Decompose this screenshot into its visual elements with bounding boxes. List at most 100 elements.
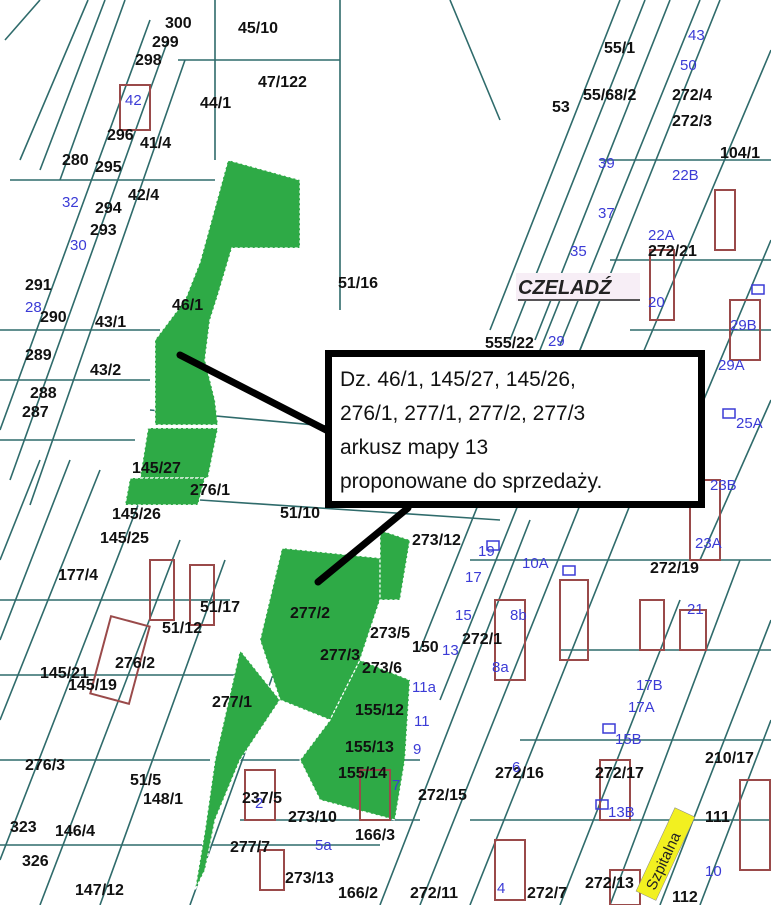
parcel-label: 277/1 [212, 694, 252, 711]
address-number: 8b [510, 607, 527, 624]
parcel-label: 43/2 [90, 362, 121, 379]
address-number: 2 [255, 795, 263, 812]
mailbox-icon [602, 723, 616, 734]
parcel-label: 51/16 [338, 275, 378, 292]
address-number: 29B [730, 317, 757, 334]
parcel-label: 277/3 [320, 647, 360, 664]
parcel-label: 273/5 [370, 625, 410, 642]
address-number: 15 [455, 607, 472, 624]
parcel-label: 276/3 [25, 757, 65, 774]
parcel-label: 112 [672, 889, 698, 905]
address-number: 23A [695, 535, 722, 552]
parcel-label: 210/17 [705, 750, 754, 767]
mailbox-markers [486, 284, 765, 810]
parcel-277-3 [299, 659, 411, 821]
parcel-label: 326 [22, 853, 49, 870]
address-number: 9 [413, 741, 421, 758]
callout-pointers [176, 351, 412, 586]
parcel-label: 145/21 [40, 665, 89, 682]
parcel-label: 288 [30, 385, 57, 402]
parcel-label: 145/27 [132, 460, 181, 477]
mailbox-icon [751, 284, 765, 295]
parcel-label: 51/10 [280, 505, 320, 522]
parcel-label: 177/4 [58, 567, 98, 584]
mailbox-icon [595, 799, 609, 810]
address-number: 11a [412, 679, 437, 696]
town-name-label: CZELADŹ [516, 273, 640, 301]
address-number: 30 [70, 237, 87, 254]
parcel-label: 277/2 [290, 605, 330, 622]
address-number: 21 [687, 601, 704, 618]
parcel-label: 293 [90, 222, 117, 239]
address-number: 29A [718, 357, 745, 374]
address-number: 6 [512, 759, 520, 776]
parcel-label: 294 [95, 200, 122, 217]
parcel-label: 145/25 [100, 530, 149, 547]
parcel-label: 44/1 [200, 95, 231, 112]
parcel-label: 43/1 [95, 314, 126, 331]
parcel-label: 272/13 [585, 875, 634, 892]
buildings [89, 84, 771, 905]
parcel-label: 155/14 [338, 765, 387, 782]
address-number: 17B [636, 677, 663, 694]
parcel-277-1 [194, 648, 281, 891]
address-number: 15B [615, 731, 642, 748]
callout-box: Dz. 46/1, 145/27, 145/26, 276/1, 277/1, … [325, 350, 705, 508]
address-number: 32 [62, 194, 79, 211]
parcel-label: 323 [10, 819, 37, 836]
parcel-label: 45/10 [238, 20, 278, 37]
parcel-label: 289 [25, 347, 52, 364]
address-number: 37 [598, 205, 615, 222]
parcel-label: 273/6 [362, 660, 402, 677]
parcel-label: 272/7 [527, 885, 567, 902]
mailbox-icon [722, 408, 736, 419]
parcel-label: 166/3 [355, 827, 395, 844]
parcel-label: 104/1 [720, 145, 760, 162]
address-number: 50 [680, 57, 697, 74]
parcel-276-1-strip [379, 529, 411, 601]
address-number: 17 [465, 569, 482, 586]
address-number: 43 [688, 27, 705, 44]
address-number: 22B [672, 167, 699, 184]
parcel-label: 273/12 [412, 532, 461, 549]
address-number: 25A [736, 415, 763, 432]
address-number: 23B [710, 477, 737, 494]
parcel-label: 46/1 [172, 297, 203, 314]
address-number: 7 [392, 777, 400, 794]
parcel-label: 272/16 [495, 765, 544, 782]
parcel-label: 51/5 [130, 772, 161, 789]
parcel-label: 300 [165, 15, 192, 32]
address-number: 11 [414, 713, 430, 730]
callout-line: arkusz mapy 13 [340, 436, 489, 459]
parcel-label: 295 [95, 159, 122, 176]
parcel-label: 145/19 [68, 677, 117, 694]
address-number: 5a [315, 837, 332, 854]
parcel-label: 555/22 [485, 335, 534, 352]
parcel-46-1 [154, 159, 301, 426]
parcel-label: 51/12 [162, 620, 202, 637]
parcel-label: 273/13 [285, 870, 334, 887]
address-number: 35 [570, 243, 587, 260]
address-number: 22A [648, 227, 675, 244]
parcel-label: 146/4 [55, 823, 95, 840]
address-number: 19 [478, 543, 495, 560]
parcel-label: 111 [705, 809, 730, 826]
parcel-label: 150 [412, 639, 439, 656]
callout-line: 276/1, 277/1, 277/2, 277/3 [340, 402, 586, 425]
parcel-label: 272/4 [672, 87, 712, 104]
parcel-label: 148/1 [143, 791, 183, 808]
parcel-label: 155/12 [355, 702, 404, 719]
address-number: 10A [522, 555, 549, 572]
parcel-label: 272/1 [462, 631, 502, 648]
address-number: 17A [628, 699, 655, 716]
parcel-label: 272/21 [648, 243, 697, 260]
parcel-label: 276/2 [115, 655, 155, 672]
pointer-line-top [176, 351, 334, 436]
parcel-145-26 [124, 477, 206, 506]
address-numbers: 42 32 30 28 43 50 39 37 35 29 20 22B 22A… [25, 27, 763, 897]
address-number: 20 [648, 294, 665, 311]
parcel-label: 287 [22, 404, 49, 421]
parcel-label: 42/4 [128, 187, 159, 204]
parcel-label: 272/3 [672, 113, 712, 130]
